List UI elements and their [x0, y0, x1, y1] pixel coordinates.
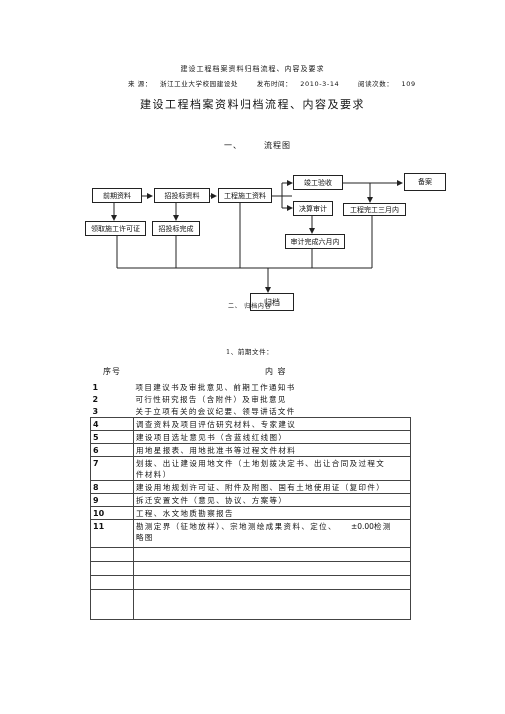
row-text: 建设用地规划许可证、附件及附图、国有土地使用证（复印件） — [133, 480, 411, 494]
flow-box-juesuan: 决算审计 — [293, 201, 333, 216]
source-value: 浙江工业大学校园建设处 — [159, 80, 239, 88]
row-text: 划拨、出让建设用地文件（土地划拨决定书、出让合同及过程文件材料） — [133, 456, 411, 481]
row-number: 9 — [90, 493, 134, 507]
flow-box-qianqi: 前期资料 — [92, 188, 142, 203]
table-row: 11 勘测定界（征地放样）、宗地测绘成果资料、定位、 ±0.00检测略图 — [90, 519, 411, 548]
document-small-title: 建设工程档案资料归档流程、内容及要求 — [180, 65, 325, 73]
flow-box-shenji: 审计完成六月内 — [285, 234, 345, 249]
row-number: 7 — [90, 456, 134, 481]
published-label: 发布时间： — [256, 80, 293, 88]
flow-box-lingqu: 领取施工许可证 — [85, 221, 146, 236]
flow-box-zhaotoubiao-done: 招投标完成 — [152, 221, 200, 236]
subsection-heading-preliminary: 1、前期文件： — [226, 348, 274, 356]
flow-box-shigong: 工程施工资料 — [218, 188, 272, 203]
row-number: 10 — [90, 506, 134, 520]
row-text: 用地星报表、用地批准书等过程文件材料 — [133, 443, 411, 457]
section-heading-contents: 二、 归档内容 — [228, 303, 272, 310]
flow-box-zhaotoubiao: 招投标资料 — [154, 188, 210, 203]
document-meta: 来 源： 浙江工业大学校园建设处 发布时间： 2010-3-14 阅读次数： 109 — [128, 78, 432, 88]
page-title: 建设工程档案资料归档流程、内容及要求 — [140, 98, 365, 111]
row-text: 关于立项有关的会议纪要、领导讲话文件 — [135, 407, 296, 416]
source-label: 来 源： — [128, 80, 152, 88]
row-number: 11 — [90, 519, 134, 548]
row-text: 拆迁安置文件（意见、协议、方案等） — [133, 493, 411, 507]
row-text: 调查资料及项目评估研究材料、专家建议 — [133, 417, 411, 431]
column-header-content: 内 容 — [265, 367, 287, 376]
table-row: 10 工程、水文地质勘察报告 — [90, 506, 411, 520]
row-number: 4 — [90, 417, 134, 431]
row-text-line2: 略图 — [136, 533, 154, 542]
table-row: 9 拆迁安置文件（意见、协议、方案等） — [90, 493, 411, 507]
row-text: 建设项目选址意见书（含蓝线红线图） — [133, 430, 411, 444]
views-value: 109 — [401, 80, 416, 88]
table-row-empty — [90, 575, 411, 590]
row-text-line2: 件材料） — [136, 470, 172, 479]
views-label: 阅读次数： — [357, 80, 394, 88]
table-row-empty — [90, 547, 411, 562]
table-row: 7 划拨、出让建设用地文件（土地划拨决定书、出让合同及过程文件材料） — [90, 456, 411, 481]
flow-box-guidang: 归档 — [250, 293, 294, 311]
section-title: 流程图 — [264, 141, 291, 150]
row-number: 8 — [90, 480, 134, 494]
table-row: 4 调查资料及项目评估研究材料、专家建议 — [90, 417, 411, 431]
row-text-after: 检测 — [373, 522, 392, 531]
table-row-empty — [90, 561, 411, 576]
row-text: 勘测定界（征地放样）、宗地测绘成果资料、定位、 ±0.00检测略图 — [133, 519, 411, 548]
row-number: 1 — [92, 383, 99, 392]
row-text-line1: 划拨、出让建设用地文件（土地划拨决定书、出让合同及过程文 — [136, 459, 386, 468]
row-number: 6 — [90, 443, 134, 457]
table-row-empty — [90, 589, 411, 620]
table-row: 6 用地星报表、用地批准书等过程文件材料 — [90, 443, 411, 457]
flow-box-wangong: 工程完工三月内 — [343, 203, 406, 216]
row-number: 3 — [92, 407, 99, 416]
section-number: 一、 — [224, 141, 242, 150]
document-list-table: 1 项目建议书及审批意见、前期工作通知书 2 可行性研究报告（含附件）及审批意见… — [90, 381, 411, 620]
row-number: 5 — [90, 430, 134, 444]
table-row: 2 可行性研究报告（含附件）及审批意见 — [91, 393, 411, 405]
row-text-line1: 勘测定界（征地放样）、宗地测绘成果资料、定位、 — [136, 522, 337, 531]
flow-box-beian: 备案 — [404, 173, 446, 191]
table-row: 8 建设用地规划许可证、附件及附图、国有土地使用证（复印件） — [90, 480, 411, 494]
row-text: 可行性研究报告（含附件）及审批意见 — [135, 395, 287, 404]
row-text-value: ±0.00 — [350, 522, 374, 531]
row-text: 项目建议书及审批意见、前期工作通知书 — [135, 383, 296, 392]
table-row: 5 建设项目选址意见书（含蓝线红线图） — [90, 430, 411, 444]
table-row: 3 关于立项有关的会议纪要、领导讲话文件 — [91, 405, 411, 418]
section-heading-flowchart: 一、 流程图 — [224, 140, 291, 151]
row-text: 工程、水文地质勘察报告 — [133, 506, 411, 520]
row-number: 2 — [92, 395, 99, 404]
flow-box-jungong: 竣工验收 — [293, 175, 343, 190]
table-row: 1 项目建议书及审批意见、前期工作通知书 — [91, 381, 411, 393]
column-header-number: 序号 — [103, 367, 121, 376]
flowchart-connectors — [111, 180, 403, 293]
published-value: 2010-3-14 — [300, 80, 340, 88]
